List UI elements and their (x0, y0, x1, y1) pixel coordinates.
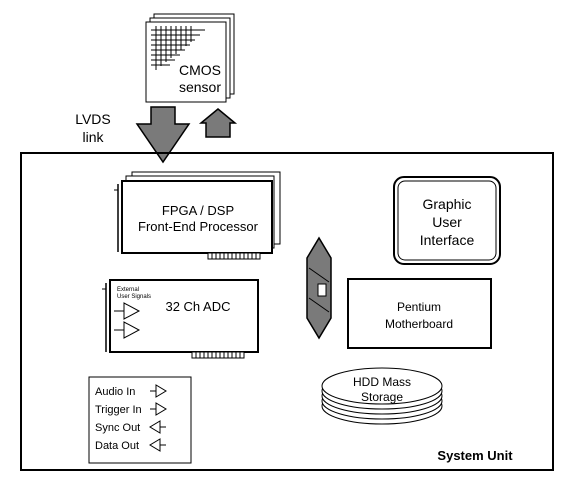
gui-label-1: Graphic (422, 196, 471, 212)
lvds-label-2: link (82, 129, 104, 145)
io-legend: Audio In Trigger In Sync Out Data Out (88, 376, 192, 464)
fpga-label-2: Front-End Processor (138, 219, 259, 234)
input-amp-icon (150, 384, 167, 398)
up-arrow-icon (198, 108, 238, 138)
cmos-label-2: sensor (179, 79, 221, 95)
legend-item-data-out: Data Out (95, 440, 139, 452)
hdd-label-1: HDD Mass (353, 375, 411, 389)
motherboard-label-2: Motherboard (385, 317, 453, 331)
gui-box: Graphic User Interface (393, 176, 501, 265)
hdd-storage-icon: HDD Mass Storage (321, 367, 443, 425)
cmos-label-1: CMOS (179, 62, 221, 78)
adc-title: 32 Ch ADC (165, 299, 230, 314)
lvds-label-1: LVDS (75, 111, 111, 127)
down-arrow-icon (135, 106, 191, 164)
bus-bidirectional-arrow-icon (306, 236, 332, 340)
adc-input-amp-icon (114, 302, 141, 339)
adc-card: External User Signals 32 Ch ADC (102, 279, 259, 359)
system-unit-label: System Unit (437, 448, 513, 463)
fpga-label-1: FPGA / DSP (162, 203, 234, 218)
pixel-grid-icon (151, 26, 205, 70)
input-amp-icon (150, 402, 167, 416)
gui-label-3: Interface (420, 232, 475, 248)
adc-signals-label-1: External (117, 287, 139, 293)
motherboard-label-1: Pentium (397, 300, 441, 314)
system-unit-frame (20, 152, 554, 471)
cmos-sensor: CMOS sensor (145, 13, 235, 103)
legend-item-trigger-in: Trigger In (95, 404, 142, 416)
output-amp-icon (149, 438, 166, 452)
legend-item-audio-in: Audio In (95, 386, 135, 398)
hdd-label-2: Storage (361, 390, 403, 404)
fpga-card: FPGA / DSP Front-End Processor (114, 171, 281, 260)
adc-signals-label-2: User Signals (117, 294, 151, 300)
output-amp-icon (149, 420, 166, 434)
gui-label-2: User (432, 214, 462, 230)
motherboard-box: Pentium Motherboard (347, 278, 492, 349)
legend-item-sync-out: Sync Out (95, 422, 140, 434)
